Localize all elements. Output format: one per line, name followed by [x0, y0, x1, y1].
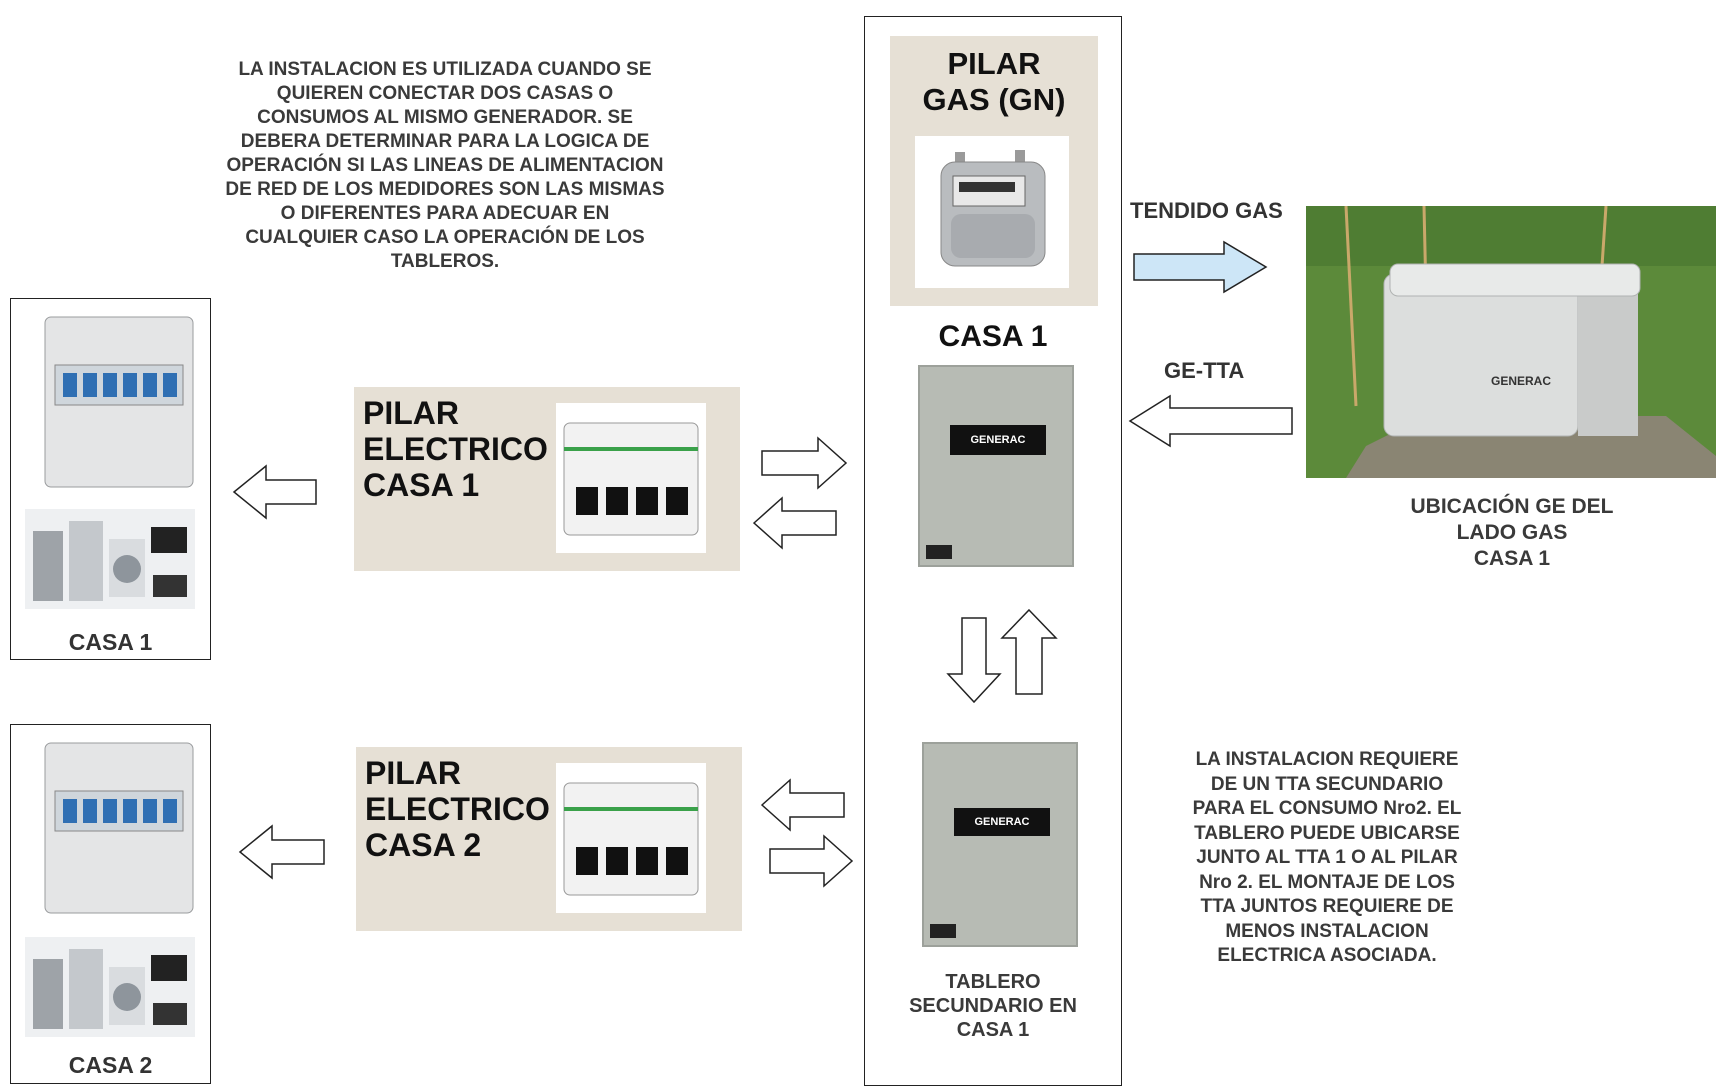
secondary-caption: TABLERO SECUNDARIO EN CASA 1: [909, 971, 1077, 1041]
gas-arrow-right: [1133, 240, 1268, 294]
secondary-tta-cabinet: GENERAC: [922, 742, 1078, 947]
breaker-1-image: [556, 403, 706, 553]
arrow-pilar2-to-tta: [769, 834, 854, 888]
tendido-gas-label: TENDIDO GAS: [1130, 198, 1283, 223]
casa1-distribution-box-image: [39, 313, 199, 491]
casa2-distribution-box-image: [39, 739, 199, 917]
pilar-gas-box: PILAR GAS (GN): [890, 36, 1098, 306]
pilar-gas-title: PILAR GAS (GN): [922, 46, 1066, 117]
breaker-2-image: [556, 763, 706, 913]
arrow-down-tta: [946, 617, 1002, 704]
tta-1-brand-text: GENERAC: [970, 434, 1026, 446]
casa2-caption: CASA 2: [68, 1052, 153, 1078]
casa2-appliances-image: [25, 937, 195, 1037]
arrow-pilar1-to-casa1: [232, 464, 317, 520]
secondary-brand-text: GENERAC: [974, 816, 1030, 828]
secondary-brand-plate: GENERAC: [954, 808, 1050, 836]
casa1-appliances-image: [25, 509, 195, 609]
generator-brand: GENERAC: [1491, 374, 1552, 388]
ge-tta-label: GE-TTA: [1164, 358, 1245, 383]
pilar-electrico-2-title: PILAR ELECTRICO CASA 2: [365, 755, 550, 863]
arrow-pilar2-to-casa2: [238, 824, 325, 880]
ge-tta-arrow-left: [1128, 394, 1293, 448]
note-top: LA INSTALACION ES UTILIZADA CUANDO SE QU…: [225, 59, 665, 272]
casa2-panel: CASA 2: [10, 724, 211, 1084]
tta-1-label-sticker: [926, 545, 952, 559]
pilar-electrico-1-title: PILAR ELECTRICO CASA 1: [363, 395, 548, 503]
pilar-electrico-1-box: PILAR ELECTRICO CASA 1: [354, 387, 740, 571]
casa1-caption: CASA 1: [68, 629, 153, 655]
generator-photo: GENERAC: [1306, 206, 1716, 478]
arrow-pilar1-to-tta: [761, 436, 848, 490]
casa1-panel: CASA 1: [10, 298, 211, 660]
pilar-electrico-2-box: PILAR ELECTRICO CASA 2: [356, 747, 742, 931]
arrow-tta-to-pilar1: [752, 496, 837, 550]
secondary-label-sticker: [930, 924, 956, 938]
gas-meter-image: [915, 136, 1069, 288]
arrow-tta-to-pilar2: [760, 778, 845, 832]
note-bottom: LA INSTALACION REQUIERE DE UN TTA SECUND…: [1192, 749, 1462, 966]
tta-1-brand-plate: GENERAC: [950, 425, 1046, 455]
generator-caption: UBICACIÓN GE DEL LADO GAS CASA 1: [1410, 495, 1614, 570]
arrow-up-tta: [1000, 608, 1058, 695]
center-casa1-label: CASA 1: [938, 320, 1048, 353]
tta-1-cabinet: GENERAC: [918, 365, 1074, 567]
